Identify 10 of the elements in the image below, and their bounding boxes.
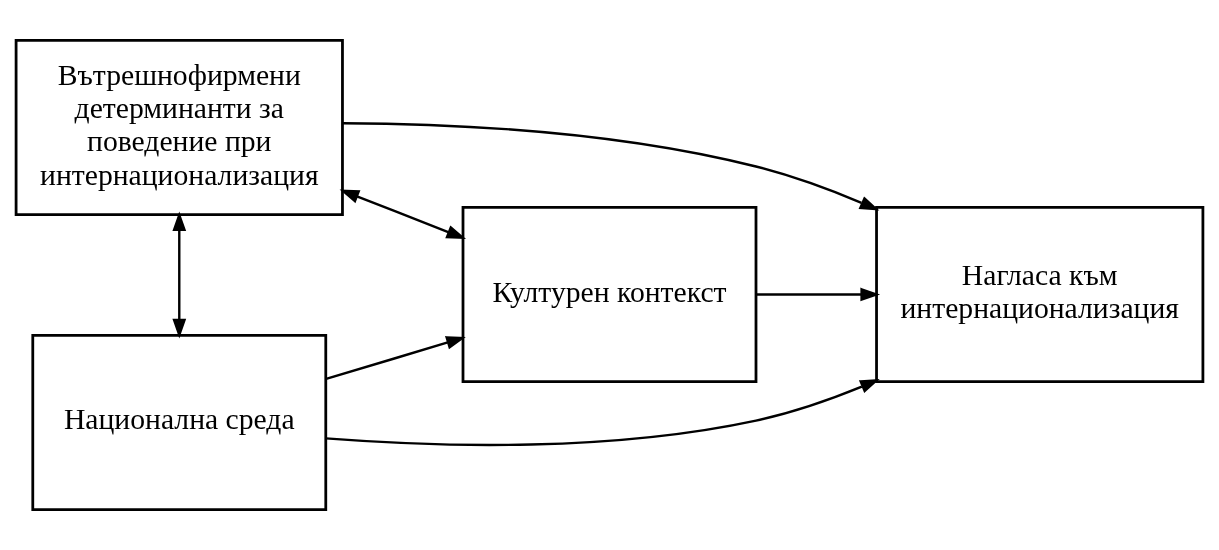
node-box: Вътрешнофирмени детерминанти за поведение при интернационализация: [14, 39, 344, 217]
arrow: [342, 122, 880, 211]
node-box: Нагласа към интернационализация: [875, 205, 1205, 383]
arrow: [756, 287, 881, 302]
arrow: [339, 189, 467, 240]
arrow: [325, 379, 880, 447]
arrow: [172, 211, 187, 339]
arrow: [325, 336, 466, 381]
node-box: Национална среда: [31, 333, 328, 511]
node-box: Културен контекст: [461, 205, 758, 383]
